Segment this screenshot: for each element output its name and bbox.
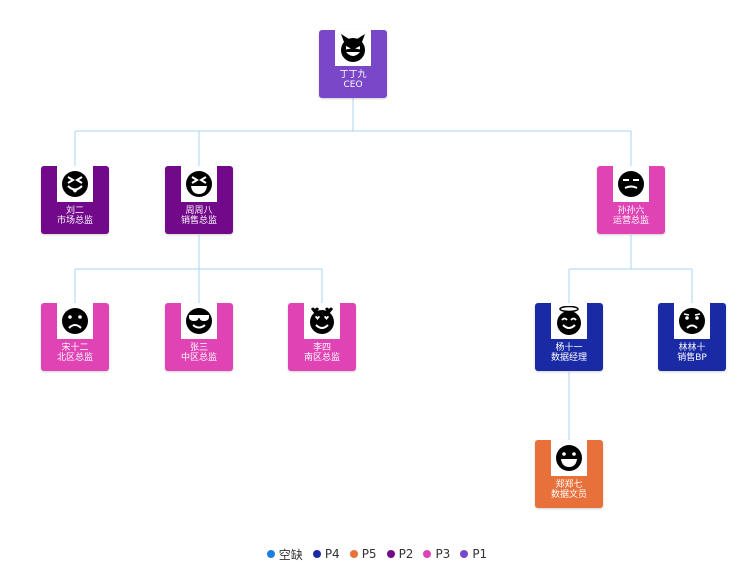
avatar bbox=[304, 303, 340, 339]
node-name: 张三 bbox=[189, 343, 208, 353]
legend-dot bbox=[460, 550, 469, 558]
node-title: 销售BP bbox=[677, 353, 707, 363]
node-title: 运营总监 bbox=[612, 216, 649, 226]
node-title: CEO bbox=[343, 80, 363, 90]
node-title: 市场总监 bbox=[56, 216, 93, 226]
legend-label: P2 bbox=[398, 547, 414, 561]
legend-label: P1 bbox=[472, 547, 488, 561]
connector-sun-children bbox=[568, 235, 693, 303]
node-name: 杨十一 bbox=[555, 343, 583, 353]
legend-item[interactable]: 空缺 bbox=[266, 546, 303, 562]
legend-item[interactable]: P1 bbox=[460, 546, 487, 562]
squint-face-icon bbox=[186, 171, 212, 197]
node-title: 销售总监 bbox=[180, 216, 217, 226]
devil-face-icon bbox=[341, 34, 365, 62]
legend-label: 空缺 bbox=[278, 547, 303, 562]
legend-item[interactable]: P3 bbox=[423, 546, 450, 562]
connector-ceo-children bbox=[74, 98, 632, 166]
node-name: 周周八 bbox=[185, 206, 213, 216]
halo-face-icon bbox=[557, 306, 581, 335]
org-node-lin[interactable]: 林林十 销售BP bbox=[658, 303, 726, 371]
org-node-sun[interactable]: 孙孙六 运营总监 bbox=[597, 166, 665, 234]
legend-item[interactable]: P2 bbox=[386, 546, 414, 562]
legend-item[interactable]: P5 bbox=[349, 546, 377, 562]
frown-face-icon bbox=[679, 308, 705, 334]
avatar bbox=[551, 303, 587, 339]
org-node-zhou[interactable]: 周周八 销售总监 bbox=[165, 166, 233, 234]
legend-item[interactable]: P4 bbox=[312, 546, 340, 562]
node-title: 中区总监 bbox=[180, 353, 217, 363]
avatar bbox=[181, 166, 217, 202]
connector-zhou-children bbox=[74, 235, 323, 303]
legend-label: P3 bbox=[435, 547, 451, 561]
avatar bbox=[57, 303, 93, 339]
avatar bbox=[57, 166, 93, 202]
avatar bbox=[551, 440, 587, 476]
node-name: 郑郑七 bbox=[555, 480, 583, 490]
cool-face-icon bbox=[186, 308, 212, 334]
node-name: 丁丁九 bbox=[339, 70, 367, 80]
org-node-zhang[interactable]: 张三 中区总监 bbox=[165, 303, 233, 371]
legend-dot bbox=[266, 550, 275, 558]
legend-label: P4 bbox=[324, 547, 340, 561]
org-node-ceo[interactable]: 丁丁九 CEO bbox=[319, 30, 387, 98]
org-node-zheng[interactable]: 郑郑七 数据文员 bbox=[535, 440, 603, 508]
avatar bbox=[674, 303, 710, 339]
legend-dot bbox=[423, 550, 432, 558]
avatar bbox=[181, 303, 217, 339]
node-name: 林林十 bbox=[678, 343, 706, 353]
legend-label: P5 bbox=[361, 547, 377, 561]
smirk-face-icon bbox=[618, 171, 644, 197]
legend-dot bbox=[312, 550, 321, 558]
avatar bbox=[335, 30, 371, 66]
legend-dot bbox=[386, 550, 395, 558]
node-title: 北区总监 bbox=[56, 353, 93, 363]
org-node-li[interactable]: 李四 南区总监 bbox=[288, 303, 356, 371]
avatar bbox=[613, 166, 649, 202]
tongue-face-icon bbox=[62, 171, 88, 197]
node-title: 数据经理 bbox=[550, 353, 587, 363]
legend-dot bbox=[349, 550, 358, 558]
org-node-yang[interactable]: 杨十一 数据经理 bbox=[535, 303, 603, 371]
org-node-liu[interactable]: 刘二 市场总监 bbox=[41, 166, 109, 234]
node-name: 刘二 bbox=[65, 206, 84, 216]
hearts-face-icon bbox=[310, 307, 334, 334]
legend: 空缺 P4 P5 P2 P3 P1 bbox=[0, 546, 754, 562]
org-node-song[interactable]: 宋十二 北区总监 bbox=[41, 303, 109, 371]
node-name: 孙孙六 bbox=[617, 206, 645, 216]
node-title: 数据文员 bbox=[550, 490, 587, 500]
node-name: 李四 bbox=[312, 343, 331, 353]
sad-face-icon bbox=[62, 308, 88, 334]
grin-face-icon bbox=[556, 445, 582, 471]
node-title: 南区总监 bbox=[303, 353, 340, 363]
node-name: 宋十二 bbox=[61, 343, 89, 353]
